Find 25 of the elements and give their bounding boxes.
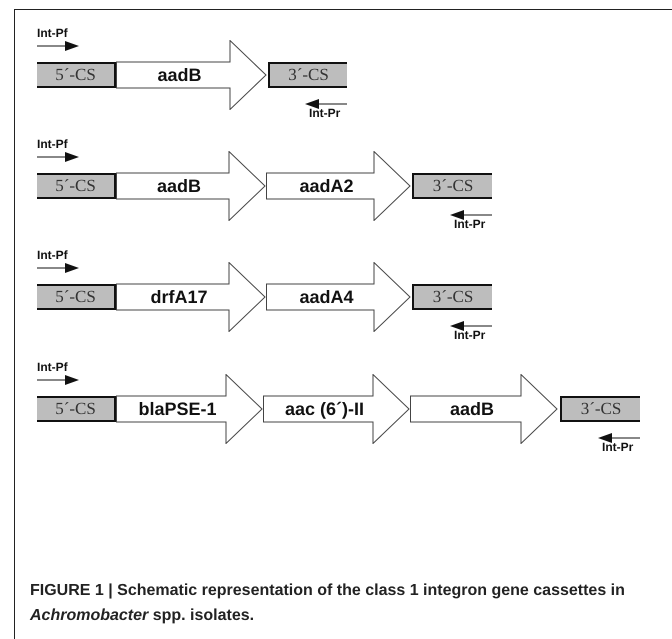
sequence-box: 5´-CS [37, 284, 116, 310]
gene-cassette: aac (6´)-II [263, 374, 410, 444]
primer-label: Int-Pf [37, 137, 68, 151]
sequence-box: 3´-CS [412, 284, 492, 310]
gene-cassette: aadB [410, 374, 558, 444]
sequence-box: 5´-CS [37, 396, 116, 422]
primer-label: Int-Pr [454, 217, 486, 231]
primer-label: Int-Pr [602, 440, 634, 454]
primer-label: Int-Pf [37, 248, 68, 262]
sequence-box: 3´-CS [268, 62, 347, 88]
sequence-box: 5´-CS [37, 173, 116, 199]
primer-label: Int-Pf [37, 360, 68, 374]
gene-cassette: aadA2 [266, 151, 411, 221]
primer-label: Int-Pf [37, 26, 68, 40]
figure-caption: FIGURE 1 | Schematic representation of the class 1 integron gene cassettes in Achromobacter spp. isolates. [30, 581, 626, 626]
gene-cassette: aadA4 [266, 262, 411, 332]
primer-label: Int-Pr [309, 106, 340, 120]
primer-label: Int-Pr [454, 328, 486, 342]
sequence-box: 3´-CS [412, 173, 492, 199]
sequence-box: 5´-CS [37, 62, 116, 88]
gene-cassette: aadB [116, 151, 266, 221]
gene-cassette: drfA17 [116, 262, 266, 332]
gene-cassette: blaPSE-1 [116, 374, 263, 444]
sequence-box: 3´-CS [560, 396, 640, 422]
gene-cassette: aadB [116, 40, 267, 110]
